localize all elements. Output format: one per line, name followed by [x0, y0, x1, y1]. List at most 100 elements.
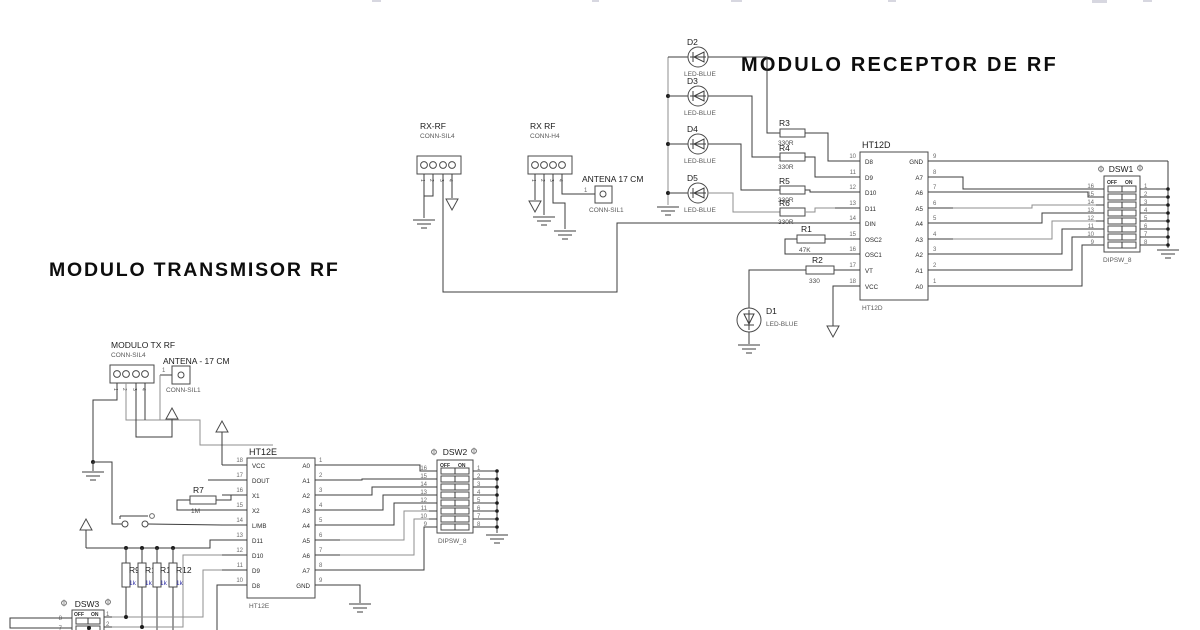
svg-text:6: 6 — [933, 201, 937, 207]
resistor-R11[interactable]: R11 1k — [152, 548, 175, 630]
svg-text:16: 16 — [849, 247, 856, 253]
svg-text:D10: D10 — [865, 190, 877, 197]
svg-text:2: 2 — [1144, 192, 1148, 198]
dip-off-label: OFF — [440, 463, 450, 469]
svg-text:6: 6 — [477, 506, 481, 512]
svg-text:13: 13 — [420, 490, 427, 496]
connector-RX-RF[interactable]: RX-RF CONN-SIL4 1 2 3 4 — [416, 121, 462, 182]
svg-text:10: 10 — [420, 514, 427, 520]
svg-text:13: 13 — [849, 201, 856, 207]
svg-text:7: 7 — [1144, 232, 1148, 238]
svg-text:10: 10 — [236, 578, 243, 584]
connector-footprint: CONN-SIL4 — [420, 133, 455, 140]
connector-footprint: CONN-H4 — [530, 133, 560, 140]
svg-text:16: 16 — [236, 488, 243, 494]
svg-text:10: 10 — [1087, 232, 1094, 238]
connector-RX-RF-H4[interactable]: RX RF CONN-H4 1 2 3 4 — [527, 121, 573, 182]
svg-text:1: 1 — [106, 612, 110, 618]
resistor-R12[interactable]: R12 1k — [168, 548, 192, 630]
svg-text:4: 4 — [477, 490, 481, 496]
connector-antena-rx[interactable]: ANTENA 17 CM 1 CONN-SIL1 — [581, 174, 643, 214]
resistor-R2[interactable]: R2 330 — [748, 255, 835, 308]
svg-text:18: 18 — [849, 279, 856, 285]
dip-switch-DSW2[interactable]: DSW2 OFF ON DIPSW_8 16 15 14 13 12 11 10… — [420, 447, 497, 545]
resistor-value: 47K — [799, 247, 811, 254]
power-arrow-transmitter — [215, 420, 229, 465]
svg-text:A4: A4 — [302, 523, 310, 530]
resistor-R3[interactable]: R3 330R — [778, 118, 835, 162]
dip-switch-DSW1[interactable]: DSW1 OFF ON DIPSW_8 16 15 14 13 12 11 10… — [1087, 164, 1168, 264]
svg-text:11: 11 — [421, 506, 428, 512]
wire — [412, 174, 835, 293]
svg-text:9: 9 — [319, 578, 323, 584]
svg-text:7: 7 — [933, 185, 937, 191]
svg-text:X2: X2 — [252, 508, 260, 515]
resistor-ref: R3 — [779, 118, 790, 128]
led-D1[interactable]: D1 LED-BLUE — [736, 306, 798, 354]
resistor-value: 330R — [778, 164, 794, 171]
svg-text:15: 15 — [849, 232, 856, 238]
dip-rows[interactable] — [1107, 185, 1137, 249]
svg-text:11: 11 — [237, 563, 244, 569]
svg-text:D11: D11 — [252, 538, 263, 545]
svg-text:9: 9 — [424, 522, 428, 528]
svg-text:8: 8 — [59, 616, 63, 622]
svg-text:A4: A4 — [915, 221, 923, 228]
dip-off-label: OFF — [74, 612, 84, 618]
svg-text:L/MB: L/MB — [252, 523, 266, 530]
svg-text:5: 5 — [1144, 216, 1148, 222]
connector-antena-tx[interactable]: ANTENA - 17 CM 1 CONN-SIL1 — [159, 356, 230, 420]
resistor-R1[interactable]: R1 47K — [784, 224, 835, 255]
connector-footprint: CONN-SIL1 — [589, 207, 624, 214]
led-D4[interactable]: D4 LED-BLUE — [668, 124, 716, 165]
dip-rows[interactable] — [440, 467, 470, 531]
wire — [79, 518, 222, 550]
resistor-value: 330R — [778, 197, 794, 204]
resistor-value: 1k — [129, 580, 137, 587]
svg-text:VT: VT — [865, 268, 873, 275]
dip-on-label: ON — [91, 612, 99, 618]
resistor-R9[interactable]: R9 1k — [121, 548, 140, 617]
svg-text:D9: D9 — [252, 568, 260, 575]
resistor-R4[interactable]: R4 330R — [778, 143, 835, 178]
resistor-value: 330 — [809, 278, 820, 285]
connector-ref: RX RF — [530, 121, 556, 131]
svg-text:A7: A7 — [302, 568, 310, 575]
antenna-label: ANTENA 17 CM — [582, 174, 643, 184]
led-type: LED-BLUE — [684, 110, 716, 117]
antenna-label: ANTENA - 17 CM — [163, 356, 230, 366]
pin-number: 3 — [438, 179, 444, 182]
svg-text:A6: A6 — [302, 553, 310, 560]
led-D3[interactable]: D3 LED-BLUE — [668, 76, 716, 117]
connector-ref: MODULO TX RF — [111, 340, 175, 350]
svg-text:1: 1 — [319, 458, 323, 464]
svg-text:7: 7 — [319, 548, 323, 554]
dip-pin-numbers-right: 1 2 3 4 5 6 7 8 — [473, 466, 497, 528]
svg-text:1: 1 — [1144, 184, 1148, 190]
svg-text:8: 8 — [477, 522, 481, 528]
connector-ref: RX-RF — [420, 121, 446, 131]
svg-text:A7: A7 — [915, 175, 923, 182]
dip-switch-DSW3[interactable]: DSW3 OFF ON 8 7 1 2 — [59, 598, 112, 630]
svg-text:8: 8 — [933, 170, 937, 176]
push-button[interactable] — [119, 513, 223, 528]
connector-modulo-tx[interactable]: MODULO TX RF CONN-SIL4 1 2 3 4 — [109, 340, 175, 391]
connector-footprint: CONN-SIL1 — [166, 387, 201, 394]
svg-text:4: 4 — [1144, 208, 1148, 214]
svg-text:2: 2 — [319, 473, 323, 479]
led-D5[interactable]: D5 LED-BLUE — [668, 173, 716, 214]
led-type: LED-BLUE — [766, 321, 798, 328]
resistor-R5[interactable]: R5 330R — [778, 176, 835, 204]
resistor-value: 1k — [176, 580, 184, 587]
svg-text:OSC1: OSC1 — [865, 252, 882, 259]
wire — [81, 383, 273, 525]
chip-footprint: HT12D — [862, 305, 883, 312]
wire — [104, 554, 222, 630]
svg-text:1: 1 — [933, 279, 937, 285]
